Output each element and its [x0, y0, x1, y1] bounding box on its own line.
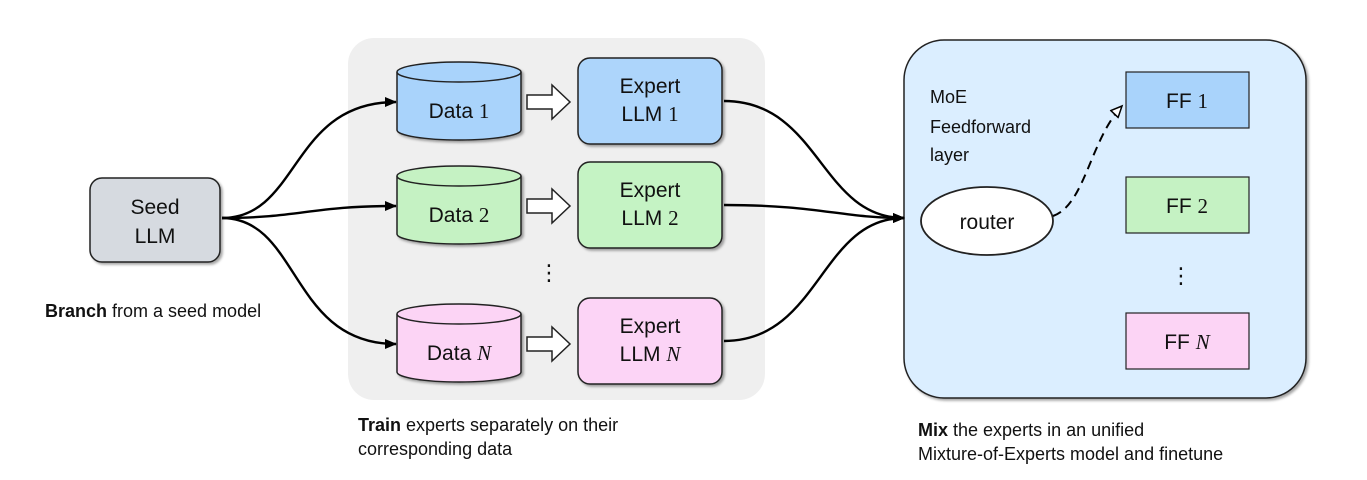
ff-1-label: FF 1: [1166, 89, 1208, 113]
moe-label-line3: layer: [930, 145, 969, 165]
train-caption-line2: corresponding data: [358, 439, 513, 459]
ff-n-box: [1125, 312, 1250, 370]
mix-arrow-2: [723, 203, 905, 223]
mix-arrow-n: [723, 213, 905, 343]
router-node: [920, 186, 1054, 256]
moe-label-line1: MoE: [930, 87, 967, 107]
expert-2-line1: Expert: [620, 179, 681, 202]
expert-1-line2: LLM 1: [621, 102, 678, 126]
branch-arrow-1: [221, 97, 397, 220]
branch-caption: Branch from a seed model: [45, 301, 261, 321]
data-cylinder-1-top: [396, 61, 522, 83]
data-cylinder-n-top: [396, 303, 522, 325]
data-cylinder-2-body: [396, 176, 522, 245]
expert-1-line1: Expert: [620, 75, 681, 98]
ff-1-box: [1125, 71, 1250, 129]
ff-n-label: FF N: [1164, 330, 1211, 354]
train-caption-line1: Train experts separately on their: [358, 415, 618, 435]
seed-llm-label-line1: Seed: [130, 196, 179, 219]
moe-label-line2: Feedforward: [930, 117, 1031, 137]
train-arrow-2: [526, 187, 572, 225]
data-cylinder-2: [396, 165, 522, 245]
ff-ellipsis: ⋮: [1170, 263, 1192, 288]
data-cylinder-n-body: [396, 314, 522, 383]
data-cylinder-1: [396, 61, 522, 141]
expert-llm-n-box: [577, 297, 723, 385]
train-arrow-1: [526, 83, 572, 121]
router-label: router: [960, 211, 1015, 234]
data-2-label: Data 2: [429, 203, 490, 227]
mix-caption-line1: Mix the experts in an unified: [918, 420, 1144, 440]
expert-n-line2: LLM N: [620, 342, 682, 366]
expert-n-line1: Expert: [620, 315, 681, 338]
expert-llm-1-box: [577, 57, 723, 145]
train-ellipsis: ⋮: [538, 260, 560, 285]
seed-llm-box: [89, 177, 221, 263]
ff-2-label: FF 2: [1166, 194, 1208, 218]
data-cylinder-n: [396, 303, 522, 383]
mix-arrow-1: [723, 99, 905, 223]
branch-arrow-n: [221, 216, 397, 349]
branch-arrow-2: [221, 201, 397, 220]
data-1-label: Data 1: [429, 99, 490, 123]
data-n-label: Data N: [427, 341, 492, 365]
seed-llm-label-line2: LLM: [135, 225, 176, 248]
data-cylinder-1-body: [396, 72, 522, 141]
expert-2-line2: LLM 2: [621, 206, 678, 230]
data-cylinder-2-top: [396, 165, 522, 187]
train-arrow-n: [526, 325, 572, 363]
expert-llm-2-box: [577, 161, 723, 249]
mix-caption-line2: Mixture-of-Experts model and finetune: [918, 444, 1223, 464]
ff-2-box: [1125, 176, 1250, 234]
